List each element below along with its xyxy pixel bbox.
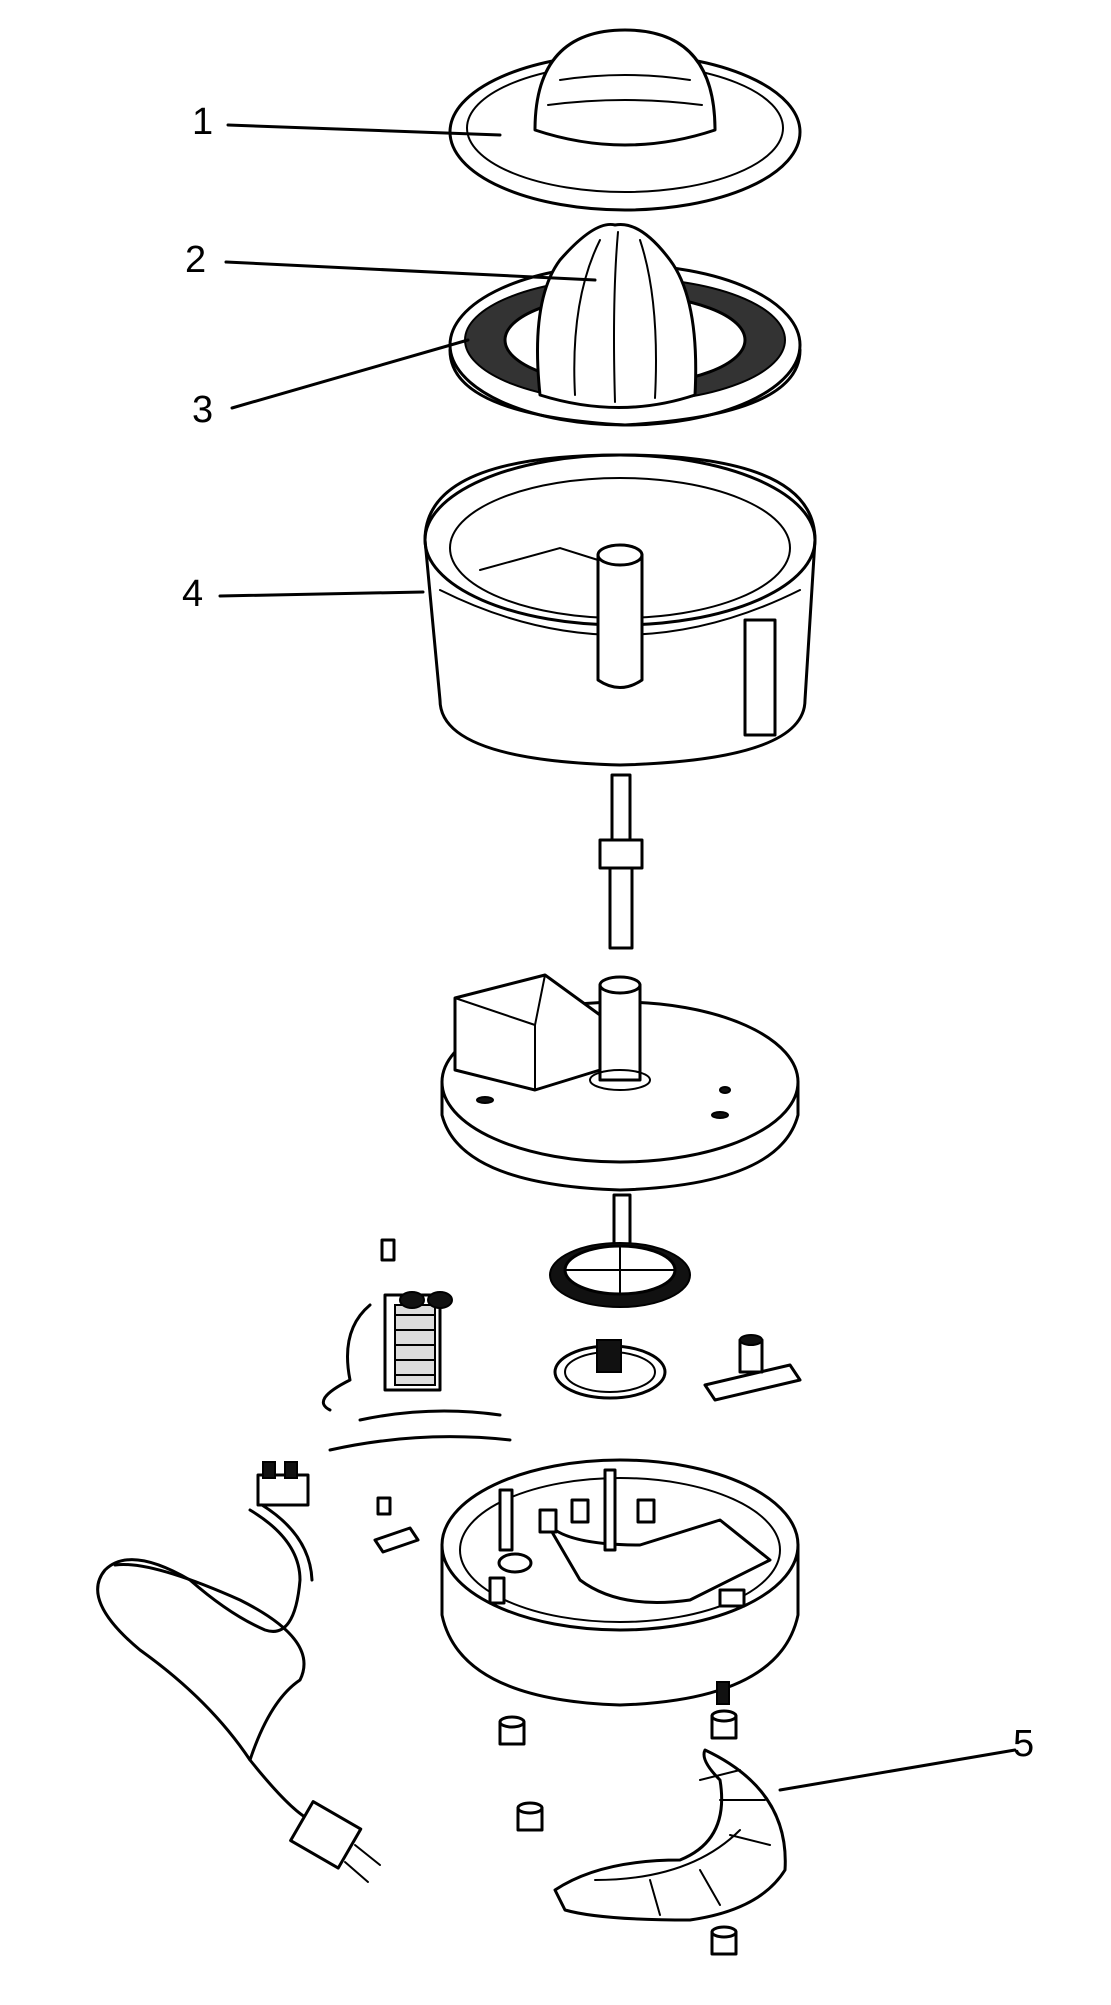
terminal-block [256, 1461, 420, 1554]
base-housing [440, 1458, 800, 1707]
part-4-container [423, 453, 817, 767]
switch-part [703, 1334, 802, 1402]
gear-wheel [549, 1193, 691, 1308]
leader-lines [218, 123, 1017, 1792]
leader-line-4 [218, 590, 425, 598]
leader-line-1 [226, 123, 502, 137]
part-5-cover-plate [553, 1748, 787, 1922]
power-cord [96, 1503, 381, 1883]
label-part-5: 5 [1013, 1723, 1034, 1765]
part-labels: 1 2 3 4 5 [182, 101, 1034, 1765]
label-part-1: 1 [192, 101, 213, 143]
leader-line-5 [778, 1748, 1017, 1792]
pinion-gear [553, 1339, 667, 1400]
rubber-feet [498, 1681, 738, 1956]
part-1-dome-lid [448, 28, 802, 212]
leader-line-2 [224, 260, 597, 282]
leader-line-3 [230, 338, 470, 410]
motor-housing-plate [440, 973, 800, 1192]
motor-coil [321, 1238, 512, 1452]
part-2-cone [536, 222, 698, 409]
label-part-2: 2 [185, 239, 206, 281]
label-part-3: 3 [192, 389, 213, 431]
label-part-4: 4 [182, 573, 203, 615]
drive-shaft [598, 773, 644, 950]
